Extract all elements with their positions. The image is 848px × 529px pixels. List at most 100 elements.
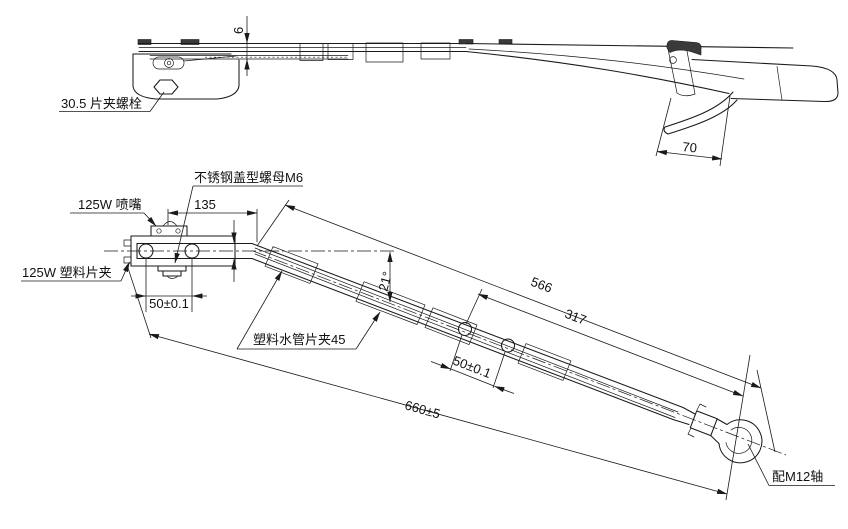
- strip-segment-4: [420, 42, 451, 60]
- head-tab-right: [180, 39, 200, 45]
- leader-line: [174, 185, 194, 264]
- dim-blade-height: 6: [231, 16, 250, 76]
- label-plastic-clip: 125W 塑料片夹: [21, 261, 130, 282]
- dim-50-arm-text: 50±0.1: [451, 353, 493, 381]
- dim-660-text: 660±5: [403, 397, 442, 421]
- dim-blade-height-text: 6: [231, 27, 246, 34]
- clip-notch-top: [123, 239, 132, 247]
- collar-band: [689, 410, 718, 437]
- pivot-block-outline: [691, 58, 839, 103]
- nozzle-body: [150, 225, 188, 237]
- nozzle-jet-2: [175, 228, 181, 234]
- witness-line: [126, 264, 152, 339]
- taper-inner-curve: [468, 48, 745, 80]
- label-cap-nut-text: 不锈钢盖型螺母M6: [194, 170, 303, 185]
- strap-line-1: [667, 48, 678, 94]
- head-tab-left: [137, 39, 152, 45]
- pivot-hole: [164, 58, 174, 68]
- dim-head-hole-spacing: 50±0.1: [131, 259, 207, 312]
- wiper-arm-angled: [251, 242, 763, 464]
- label-shaft: 配M12轴: [747, 443, 835, 486]
- dim-line: [148, 333, 728, 495]
- nozzle: [150, 221, 188, 237]
- witness-line: [256, 199, 290, 247]
- dim-mid-length: 566: [256, 199, 776, 453]
- nozzle-dome: [162, 221, 178, 227]
- dim-hose-offset: 70: [655, 95, 731, 167]
- nut-body: [162, 270, 182, 277]
- clip-notch-bottom: [123, 256, 132, 264]
- collar-crimp-top: [696, 403, 707, 411]
- leader-line: [236, 270, 283, 350]
- leader-line: [143, 212, 157, 227]
- label-pipe-clip-text: 塑料水管片夹45: [253, 332, 345, 347]
- dim-arrow-outside: [494, 385, 515, 394]
- cap-nut: [157, 265, 187, 279]
- arm-head: [132, 39, 240, 100]
- bottom-view: 135 50±0.1 21° 566 317: [21, 170, 835, 501]
- collar-crimp-bottom: [687, 427, 695, 438]
- dim-nozzle-to-bend: 135: [167, 197, 258, 242]
- arm-taper-bottom: [672, 418, 690, 426]
- dim-317-text: 317: [563, 306, 589, 328]
- leader-line: [149, 91, 165, 112]
- witness-line: [492, 351, 506, 389]
- dim-line: [656, 150, 723, 161]
- label-clip-bolt: 30.5 片夹螺栓: [59, 91, 165, 112]
- head-body-outline: [132, 53, 240, 100]
- leader-line: [120, 261, 130, 282]
- label-plastic-clip-text: 125W 塑料片夹: [22, 265, 112, 280]
- hook-loop-outer: [718, 419, 763, 464]
- arm-inner-line-1: [254, 247, 679, 413]
- label-cap-nut: 不锈钢盖型螺母M6: [174, 170, 303, 264]
- dim-line: [284, 204, 762, 389]
- arm-top-edge: [251, 242, 684, 409]
- hose-end-cap: [663, 126, 669, 135]
- witness-line: [725, 354, 751, 501]
- dim-566-text: 566: [529, 274, 555, 296]
- witness-line: [756, 369, 776, 453]
- label-nozzle: 125W 喷嘴: [70, 197, 157, 227]
- dim-hose-offset-text: 70: [682, 139, 698, 155]
- retainer-clip: [666, 40, 702, 56]
- hose-inner-curve: [667, 99, 738, 135]
- pivot-hole-center: [166, 60, 172, 66]
- mount-hole-2: [184, 243, 200, 259]
- label-pipe-clip: 塑料水管片夹45: [236, 270, 381, 350]
- strip-segment-1: [299, 43, 324, 61]
- dim-21deg-text: 21°: [375, 270, 395, 293]
- leader-line: [355, 311, 381, 350]
- witness-line: [655, 97, 672, 157]
- hook-loop-inner: [725, 427, 753, 454]
- label-clip-bolt-text: 30.5 片夹螺栓: [61, 96, 142, 111]
- slot-edge-line: [183, 55, 237, 62]
- strap-bottom: [676, 92, 696, 97]
- centerline-angled: [252, 250, 787, 456]
- arm-taper-top: [682, 406, 696, 415]
- top-view: 6 70 30.5 片夹螺栓: [59, 16, 839, 167]
- arm-strip: [138, 39, 513, 63]
- leader-line: [747, 443, 770, 486]
- pipe-clip-sleeve-1: [264, 246, 319, 284]
- mount-hole-1: [138, 243, 154, 259]
- strip-segment-2: [327, 43, 354, 60]
- hose-outer-curve: [664, 91, 734, 128]
- neck-bottom-edge: [710, 435, 720, 445]
- pivot-block-edge: [776, 66, 783, 101]
- dim-arrow-outside: [430, 361, 451, 370]
- strip-tab-2: [498, 39, 513, 45]
- witness-line: [719, 95, 731, 167]
- nut-dome: [166, 275, 179, 279]
- neck-top-edge: [716, 418, 728, 426]
- taper-bottom-curve: [465, 50, 730, 95]
- nut-flange: [157, 265, 187, 272]
- nozzle-jet-1: [156, 228, 162, 234]
- dim-135-text: 135: [194, 197, 216, 212]
- clip-bolt-hex: [153, 79, 179, 95]
- taper-top-edge: [465, 42, 794, 49]
- pivot-slot: [152, 56, 185, 70]
- pivot-pin-hole: [669, 56, 677, 64]
- label-shaft-text: 配M12轴: [772, 469, 823, 484]
